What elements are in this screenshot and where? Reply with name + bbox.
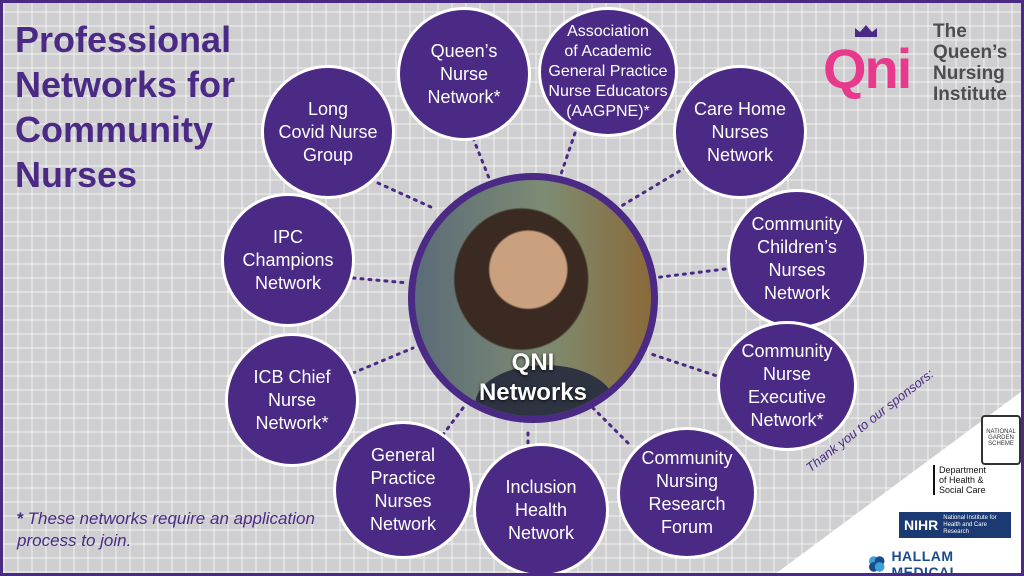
node-label: Champions xyxy=(242,249,334,270)
node-label: Network* xyxy=(750,410,824,430)
node-label: Nurses xyxy=(374,491,432,511)
node-label: General xyxy=(370,445,436,465)
nihr-sub-line: Health and Care Research xyxy=(943,521,987,535)
node-label: ICB Chief xyxy=(253,366,331,387)
crown-icon xyxy=(855,25,877,37)
connector-lines xyxy=(351,131,735,450)
national-garden-scheme-logo: NATIONAL GARDEN SCHEME xyxy=(981,415,1021,465)
garden-logo-text: NATIONAL GARDEN SCHEME xyxy=(986,429,1016,447)
node-queens-nurse-network: Queen’s Nurse Network* xyxy=(397,7,531,141)
node-label: Network xyxy=(706,144,773,165)
node-community-childrens-nurses-network: Community Children’s Nurses Network xyxy=(727,189,867,329)
node-label: Nurse xyxy=(267,389,316,410)
node-care-home-nurses-network: Care Home Nurses Network xyxy=(673,65,807,199)
brand-line: Queen’s xyxy=(933,42,1008,63)
dhsc-line: of Health & xyxy=(939,475,984,485)
nihr-sub-line: National Institute for xyxy=(943,514,997,521)
hallam-icon xyxy=(868,556,885,572)
node-label: Care Home xyxy=(693,98,787,119)
node-label: General Practice xyxy=(548,63,668,80)
node-ipc-champions-network: IPC Champions Network xyxy=(221,193,355,327)
node-long-covid-nurse-group: Long Covid Nurse Group xyxy=(261,65,395,199)
qni-wordmark: Qni xyxy=(823,37,912,100)
brand-line: Nursing xyxy=(933,63,1005,84)
node-label: of Academic xyxy=(564,43,652,60)
node-label: Nurses xyxy=(711,121,769,142)
node-label: Covid Nurse xyxy=(278,121,378,142)
center-label-line: Networks xyxy=(478,379,588,406)
node-label: Nursing xyxy=(655,471,719,491)
title-line: Nurses xyxy=(15,154,138,195)
node-label: IPC xyxy=(272,226,303,247)
node-label: Network* xyxy=(427,86,501,107)
node-label: Queen’s xyxy=(430,40,498,61)
nihr-subtitle: National Institute for Health and Care R… xyxy=(943,515,1006,536)
dhsc-line: Department xyxy=(939,465,987,475)
node-label: Nurse xyxy=(762,364,811,384)
node-label: Long xyxy=(307,98,349,119)
node-label: (AAGPNE)* xyxy=(566,103,650,120)
center-label-line: QNI xyxy=(511,349,555,376)
asterisk-icon: * xyxy=(17,509,24,528)
dhsc-bar xyxy=(933,465,935,495)
node-label: Research xyxy=(648,494,726,514)
node-label: Executive xyxy=(747,387,827,407)
node-label: Nurse xyxy=(439,63,488,84)
center-label: QNI Networks xyxy=(415,348,651,408)
dhsc-line: Social Care xyxy=(939,485,986,495)
node-inclusion-health-network: Inclusion Health Network xyxy=(473,443,609,573)
node-label: Inclusion xyxy=(505,476,577,497)
node-community-nurse-executive-network: Community Nurse Executive Network* xyxy=(717,321,857,451)
nihr-wordmark: NIHR xyxy=(904,517,939,533)
node-label: Children’s xyxy=(757,237,837,257)
node-label: Nurses xyxy=(768,260,826,280)
page-title: Professional Networks for Community Nurs… xyxy=(15,17,275,197)
node-label: Community xyxy=(741,341,833,361)
dhsc-logo: Department of Health & Social Care xyxy=(933,465,1013,495)
brand-line: Institute xyxy=(933,84,1007,105)
qni-logo: Qni The Queen’s Nursing Institute xyxy=(823,21,1018,105)
node-label: Group xyxy=(302,144,353,165)
hallam-wordmark: HALLAM MEDICAL xyxy=(891,548,959,576)
node-label: Practice xyxy=(370,468,436,488)
node-icb-chief-nurse-network: ICB Chief Nurse Network* xyxy=(225,333,359,467)
node-label: Community xyxy=(641,448,733,468)
node-label: Community xyxy=(751,214,843,234)
nihr-logo: NIHR National Institute for Health and C… xyxy=(899,512,1011,538)
hallam-medical-logo: HALLAM MEDICAL xyxy=(868,548,1021,576)
title-line: Networks for xyxy=(15,64,236,105)
node-aagpne: Association of Academic General Practice… xyxy=(538,7,678,137)
node-label: Network* xyxy=(255,412,329,433)
node-general-practice-nurses-network: General Practice Nurses Network xyxy=(333,421,473,559)
node-label: Nurse Educators xyxy=(548,83,668,100)
footnote-text: These networks require an application pr… xyxy=(17,509,315,550)
brand-line: The xyxy=(933,21,967,42)
node-label: Network xyxy=(763,283,830,303)
brand-name: The Queen’s Nursing Institute xyxy=(933,21,1021,105)
footnote: *These networks require an application p… xyxy=(17,508,317,552)
title-line: Professional xyxy=(15,19,232,60)
node-label: Health xyxy=(514,499,567,520)
node-label: Network xyxy=(254,272,321,293)
node-label: Forum xyxy=(660,517,713,537)
node-label: Network xyxy=(369,514,436,534)
title-line: Community xyxy=(15,109,213,150)
node-label: Network xyxy=(507,522,574,543)
node-community-nursing-research-forum: Community Nursing Research Forum xyxy=(617,427,757,559)
center-photo: QNI Networks xyxy=(408,173,658,423)
node-label: Association xyxy=(567,23,649,40)
